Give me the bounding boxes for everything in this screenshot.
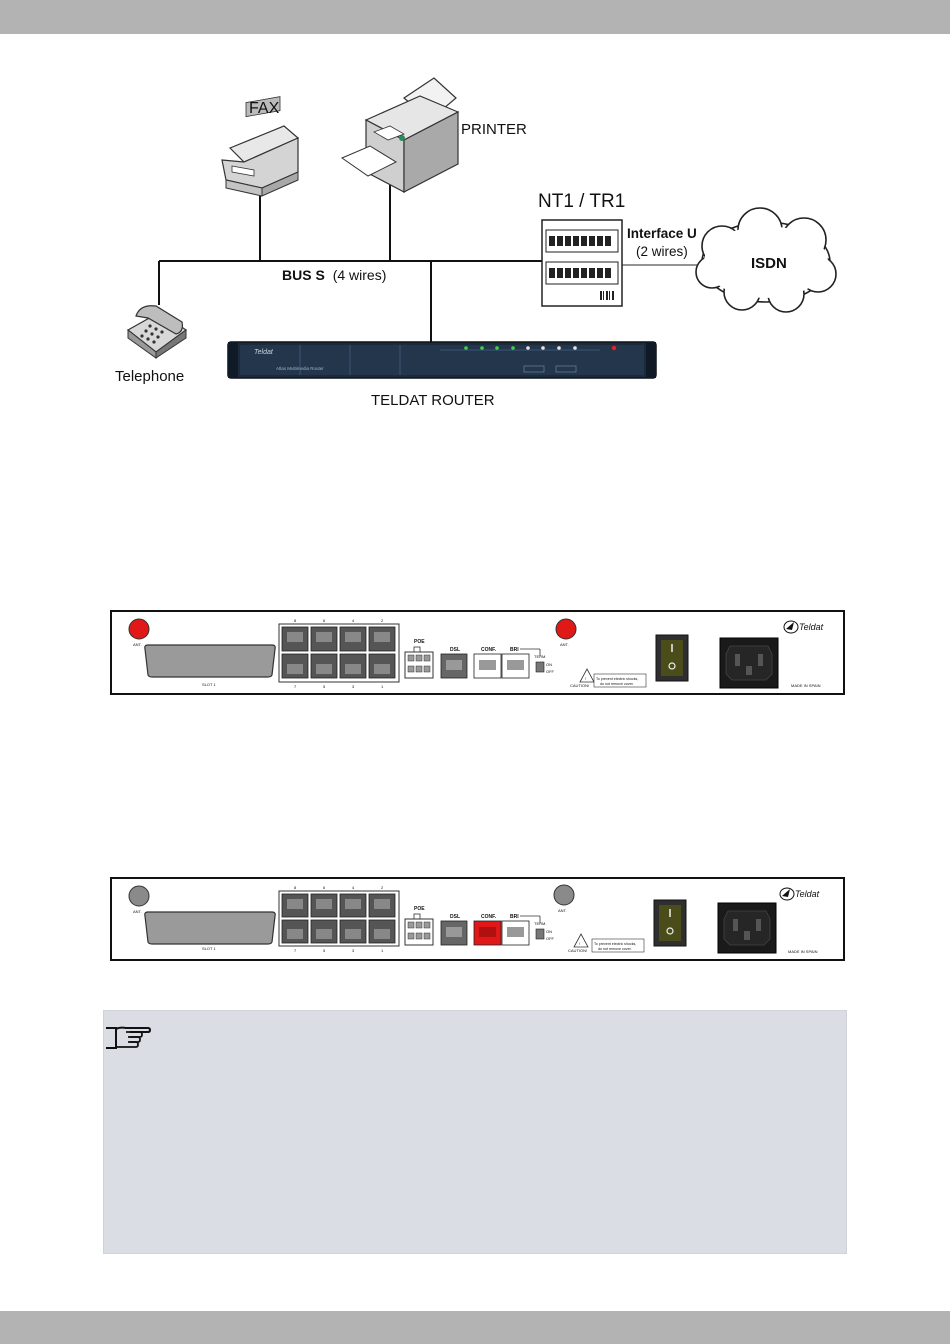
port-num-2: 2 [381,885,384,890]
brand-label: Teldat [795,889,820,899]
bri-port [501,653,530,679]
term-label: TERM. [534,654,546,659]
conf-label: CONF. [481,914,497,920]
dsl-label: DSL [450,914,460,920]
power-inlet [717,902,777,954]
port-num-4: 4 [352,885,355,890]
fax-label: FAX [249,100,280,117]
slot-label: SLOT 1 [202,946,216,951]
term-on: ON [546,929,552,934]
caution-icon: ! [573,933,589,948]
made-in-label: MADE IN SPAIN [791,683,821,688]
teldat-logo-icon [779,887,795,901]
port-num-7: 7 [294,948,297,953]
bri-label: BRI [510,647,519,653]
poe-label: POE [414,639,425,645]
port-num-8: 8 [294,618,297,623]
interface-u-label: Interface U [627,226,697,241]
ant-right-label: ANT. [558,908,567,913]
port-num-7: 7 [294,684,297,689]
isdn-label: ISDN [751,255,787,272]
poe-connector [404,913,434,946]
caution-icon: ! [579,668,595,683]
antenna-right-icon [555,618,577,640]
router-model: Atlas Multimedia Router [276,366,324,371]
router-label: TELDAT ROUTER [371,392,495,409]
term-switch [535,661,545,673]
bus-name: BUS S [282,267,325,283]
svg-text:!: ! [585,676,586,681]
port-num-6: 6 [323,885,326,890]
router-brand: Teldat [254,349,274,356]
caution-label: CAUTION! [568,948,587,953]
port-num-5: 5 [323,684,326,689]
interface-u-wires: (2 wires) [636,244,688,259]
isdn-cloud-icon [695,207,837,313]
printer-icon [340,77,460,193]
rear-panel-2: ANT. SLOT 1 8 6 4 2 7 5 3 1 POE DSL [110,877,845,961]
port-num-5: 5 [323,948,326,953]
warning-line-1: To prevent electric shocks, [594,942,636,946]
bus-wires: (4 wires) [333,267,387,283]
warning-line-2: do not remove cover. [598,947,632,951]
made-in-label: MADE IN SPAIN [788,949,818,954]
antenna-left-icon [128,618,150,640]
port-num-4: 4 [352,618,355,623]
port-num-6: 6 [323,618,326,623]
term-off: OFF [546,669,555,674]
network-diagram: FAX PRINTER NT1 / TR1 Interface U ( [115,77,837,409]
slot-label: SLOT 1 [202,682,216,687]
ant-left-label: ANT. [133,909,142,914]
slot-1-cover [144,911,276,945]
poe-connector [404,646,434,679]
nt1-device [541,219,623,307]
header-bar [0,0,950,34]
nt1-label: NT1 / TR1 [538,191,625,212]
port-num-1: 1 [381,948,384,953]
fax-icon [221,96,300,197]
ethernet-port-group [278,890,400,947]
teldat-logo-icon [783,620,799,634]
power-inlet [719,637,779,689]
warning-line-1: To prevent electric shocks, [596,677,638,681]
dsl-label: DSL [450,647,460,653]
port-num-3: 3 [352,684,355,689]
term-switch [535,928,545,940]
caution-label: CAUTION! [570,683,589,688]
term-label: TERM. [534,921,546,926]
bri-label: BRI [510,914,519,920]
svg-text:!: ! [579,941,580,946]
term-off: OFF [546,936,555,941]
ant-left-label: ANT. [133,642,142,647]
telephone-label: Telephone [115,368,184,385]
brand-label: Teldat [799,622,824,632]
port-num-1: 1 [381,684,384,689]
poe-label: POE [414,906,425,912]
printer-label: PRINTER [461,121,527,138]
router-device: Teldat Atlas Multimedia Router [227,341,657,379]
bus-lines [158,185,542,342]
antenna-right-icon [553,884,575,906]
pointing-hand-icon [106,1026,152,1049]
antenna-left-icon [128,885,150,907]
conf-label: CONF. [481,647,497,653]
bus-label: BUS S (4 wires) [282,267,386,283]
footer-bar [0,1311,950,1344]
port-num-3: 3 [352,948,355,953]
warning-line-2: do not remove cover. [600,682,634,686]
port-num-2: 2 [381,618,384,623]
telephone-icon [126,305,188,359]
note-box [103,1010,847,1254]
port-num-8: 8 [294,885,297,890]
term-on: ON [546,662,552,667]
rear-panel-1: ANT. SLOT 1 8 6 4 2 7 5 3 1 POE DSL [110,610,845,695]
ethernet-port-group [278,623,400,683]
power-switch [653,899,687,947]
slot-1-cover [144,644,276,678]
ant-right-label: ANT. [560,642,569,647]
power-switch [655,634,689,682]
